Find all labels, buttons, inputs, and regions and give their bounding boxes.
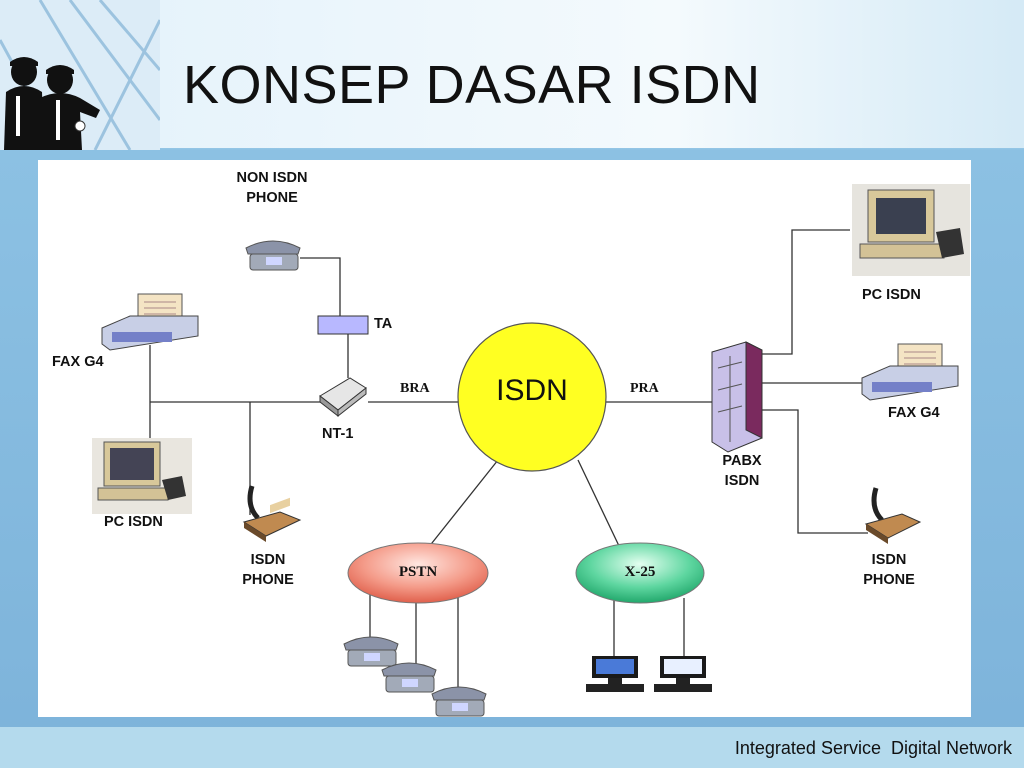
terminal-icon — [654, 656, 712, 692]
header-band — [150, 0, 1024, 148]
connection-lines — [149, 229, 868, 690]
x25-label: X-25 — [624, 564, 656, 580]
pc-left-label: PC ISDN — [104, 514, 163, 530]
desk-phone-icon — [242, 485, 302, 542]
fax-right-label: FAX G4 — [888, 405, 940, 421]
isdn-phone-left-label-line1: ISDN — [250, 552, 286, 568]
pc-icon — [852, 184, 970, 276]
footer-text: Integrated Service Digital Network — [734, 738, 1012, 758]
ta-box — [317, 315, 369, 335]
nt1-label: NT-1 — [322, 426, 354, 442]
bra-label: BRA — [400, 381, 430, 396]
pc-right-label: PC ISDN — [862, 287, 921, 303]
pstn-node — [347, 542, 489, 604]
terminal-icon — [586, 656, 644, 692]
phone-icon — [431, 686, 487, 717]
people-logo-icon — [0, 0, 160, 150]
slide-title: KONSEP DASAR ISDN — [183, 55, 761, 115]
pra-label: PRA — [630, 381, 659, 396]
phone-icon — [245, 240, 301, 271]
isdn-phone-right-label-line2: PHONE — [863, 572, 915, 588]
pabx-label: PABX ISDN — [712, 451, 772, 491]
isdn-phone-right-label: ISDN PHONE — [850, 550, 928, 590]
non-isdn-phone-label: NON ISDN PHONE — [222, 168, 322, 208]
modem-icon — [319, 377, 367, 418]
x25-node — [575, 542, 705, 604]
pabx-label-line2: ISDN — [724, 473, 760, 489]
fax-left-label: FAX G4 — [52, 354, 104, 370]
pabx-icon — [711, 341, 763, 453]
isdn-phone-left-label-line2: PHONE — [242, 572, 294, 588]
isdn-node — [457, 322, 607, 472]
non-isdn-phone-label-line2: PHONE — [246, 190, 298, 206]
phone-icon — [381, 662, 437, 693]
fax-icon — [101, 293, 199, 351]
desk-phone-icon — [864, 487, 922, 544]
fax-icon — [861, 343, 959, 401]
phone-icon — [343, 636, 399, 667]
isdn-node-label: ISDN — [496, 374, 568, 407]
pabx-label-line1: PABX — [722, 453, 762, 469]
ta-label: TA — [374, 316, 393, 332]
pstn-label: PSTN — [398, 564, 438, 580]
footer-bar: Integrated Service Digital Network — [0, 727, 1024, 768]
pc-icon — [92, 438, 192, 514]
isdn-phone-right-label-line1: ISDN — [871, 552, 907, 568]
isdn-phone-left-label: ISDN PHONE — [228, 550, 308, 590]
non-isdn-phone-label-line1: NON ISDN — [236, 170, 308, 186]
